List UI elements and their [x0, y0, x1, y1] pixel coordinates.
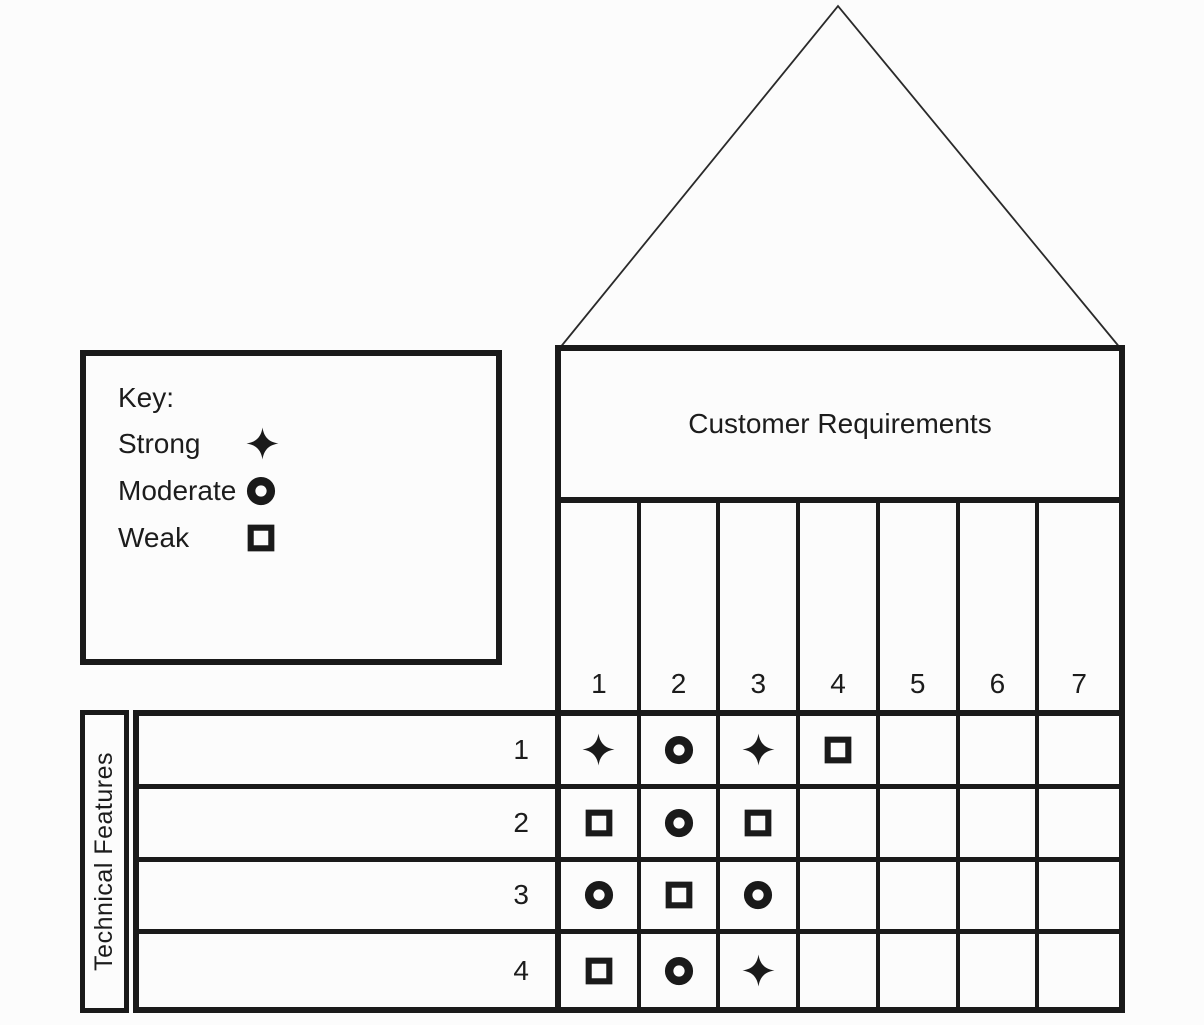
- matrix-cell-r2c2: [640, 788, 721, 862]
- moderate-circle-icon: [246, 476, 276, 506]
- moderate-circle-icon: [664, 956, 694, 986]
- key-title: Key:: [118, 382, 175, 413]
- matrix-cell-r2c7: [1039, 789, 1119, 862]
- matrix-cell-r3c4: [800, 861, 880, 935]
- technical-features-box: Technical Features: [80, 710, 129, 1013]
- matrix-cell-r1c3: [720, 716, 801, 789]
- matrix-cell-r2c5: [879, 788, 960, 862]
- matrix-cell-r4c4: [800, 934, 880, 1007]
- weak-square-icon: [584, 808, 614, 838]
- moderate-circle-icon: [584, 880, 614, 910]
- weak-square-icon: [823, 735, 853, 765]
- customer-requirements-title: Customer Requirements: [688, 408, 992, 439]
- column-number-6: 6: [960, 503, 1040, 710]
- column-number-1: 1: [561, 503, 641, 710]
- row-number-3: 3: [139, 862, 555, 935]
- key-item-strong: Strong: [118, 420, 480, 467]
- matrix-cell-r2c1: [561, 788, 641, 862]
- weak-square-icon: [246, 523, 276, 553]
- matrix-cell-r3c6: [959, 861, 1040, 935]
- matrix-cell-r4c7: [1039, 934, 1119, 1007]
- matrix-cell-r1c6: [959, 716, 1040, 789]
- matrix-cell-r3c1: [561, 861, 641, 935]
- strong-star-icon: [742, 733, 775, 766]
- strong-star-icon: [246, 427, 279, 460]
- key-item-weak: Weak: [118, 514, 480, 561]
- weak-square-icon: [584, 956, 614, 986]
- matrix-cell-r4c3: [720, 934, 801, 1007]
- matrix-cell-r3c3: [720, 861, 801, 935]
- column-number-2: 2: [641, 503, 721, 710]
- matrix-cell-r4c2: [641, 934, 721, 1007]
- matrix-cell-r3c2: [640, 861, 721, 935]
- key-item-moderate: Moderate: [118, 467, 480, 514]
- customer-requirements-header: Customer Requirements: [555, 345, 1125, 503]
- moderate-circle-icon: [743, 880, 773, 910]
- strong-star-icon: [742, 954, 775, 987]
- matrix-cell-r2c4: [800, 788, 880, 862]
- column-number-3: 3: [720, 503, 801, 710]
- key-item-label: Strong: [118, 427, 201, 459]
- column-number-7: 7: [1071, 668, 1087, 699]
- row-number-2: 2: [139, 789, 555, 862]
- matrix-cell-r1c7: [1039, 716, 1119, 789]
- weak-square-icon: [664, 880, 694, 910]
- matrix-cell-r1c1: [561, 716, 641, 789]
- row-number-1: 1: [139, 716, 555, 789]
- column-number-4: 4: [800, 503, 880, 710]
- matrix-cell-r3c7: [1039, 862, 1119, 935]
- matrix-cell-r2c3: [720, 788, 801, 862]
- matrix-cell-r1c4: [800, 716, 880, 789]
- key-item-label: Weak: [118, 521, 190, 553]
- key-item-label: Moderate: [118, 474, 237, 506]
- relationship-matrix: [555, 710, 1125, 1013]
- strong-star-icon: [582, 733, 615, 766]
- technical-features-label: Technical Features: [90, 752, 118, 971]
- weak-square-icon: [743, 808, 773, 838]
- matrix-cell-r4c1: [561, 934, 641, 1007]
- matrix-cell-r1c2: [640, 716, 721, 789]
- matrix-cell-r4c6: [960, 934, 1040, 1007]
- matrix-cell-r4c5: [880, 934, 960, 1007]
- house-roof-triangle: [558, 4, 1122, 350]
- row-number-4: 4: [513, 954, 529, 986]
- matrix-cell-r1c5: [879, 716, 960, 789]
- matrix-cell-r2c6: [959, 788, 1040, 862]
- moderate-circle-icon: [664, 735, 694, 765]
- moderate-circle-icon: [664, 808, 694, 838]
- column-number-5: 5: [880, 503, 960, 710]
- matrix-cell-r3c5: [879, 861, 960, 935]
